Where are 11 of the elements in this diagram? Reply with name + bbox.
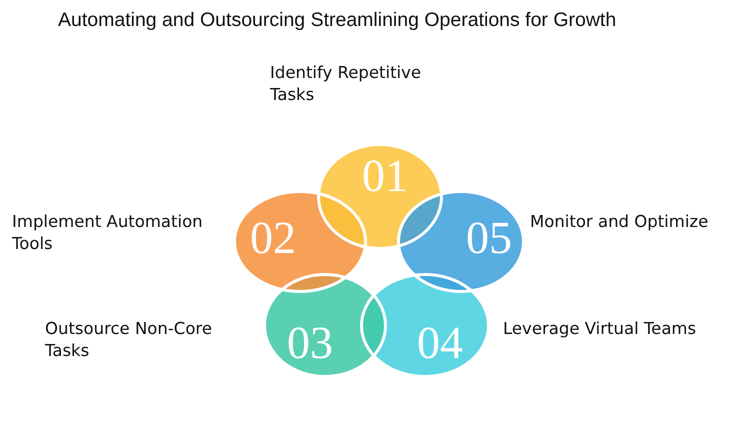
step-number: 04 xyxy=(417,320,463,366)
step-label: Leverage Virtual Teams xyxy=(503,318,696,340)
step-number: 02 xyxy=(250,215,296,261)
step-label: Implement Automation Tools xyxy=(12,211,204,255)
step-number: 01 xyxy=(362,153,408,199)
step-label: Identify Repetitive Tasks xyxy=(270,62,422,106)
step-number: 03 xyxy=(287,320,333,366)
step-label: Monitor and Optimize xyxy=(530,211,708,233)
diagram-title: Automating and Outsourcing Streamlining Operations for Growth xyxy=(58,9,616,32)
step-number: 05 xyxy=(466,215,512,261)
step-label: Outsource Non-Core Tasks xyxy=(45,318,213,362)
